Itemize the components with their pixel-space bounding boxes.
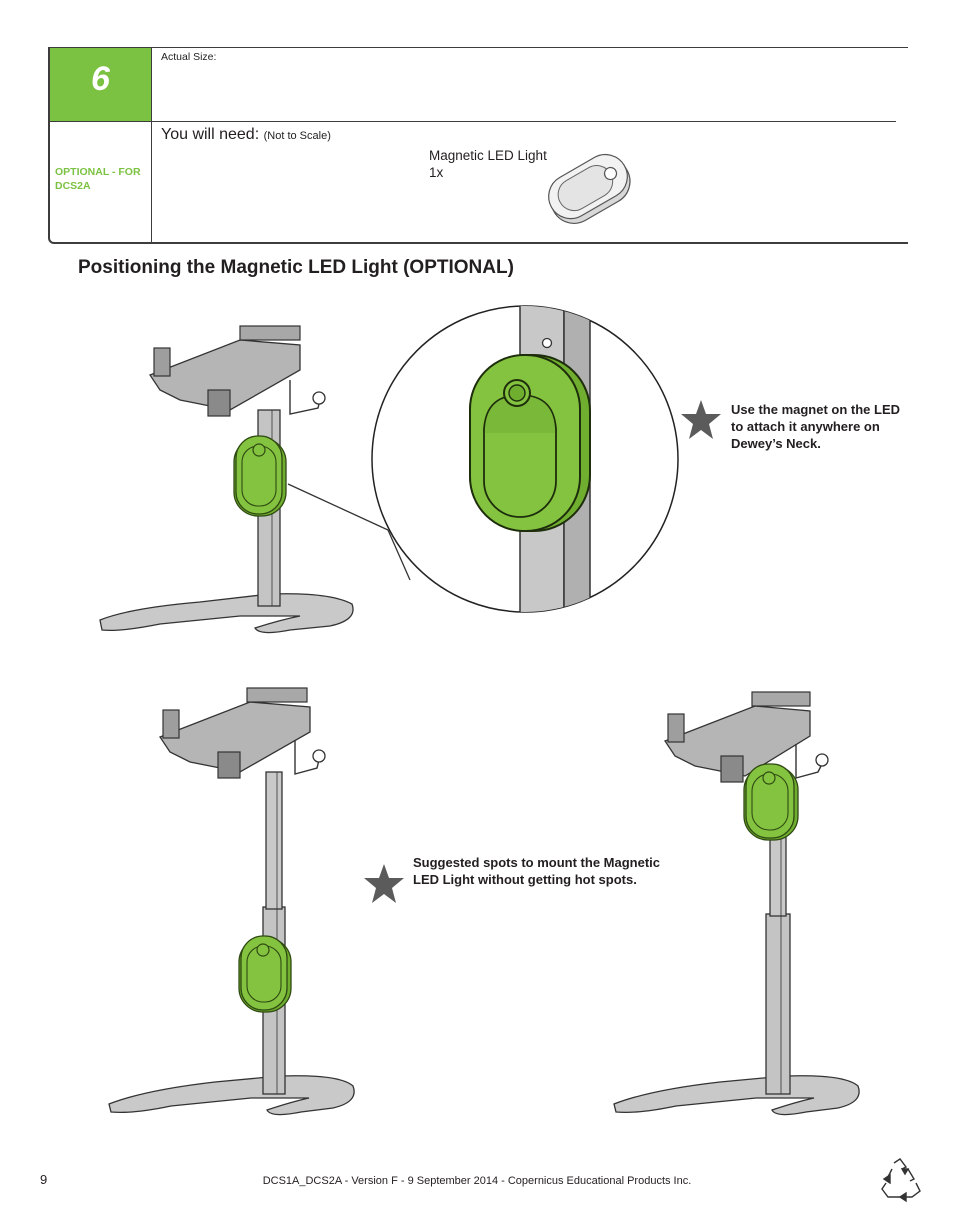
part-name: Magnetic LED Light: [429, 148, 547, 163]
section-title: Positioning the Magnetic LED Light (OPTI…: [78, 257, 514, 278]
star-icon: [681, 400, 721, 439]
page-number: 9: [40, 1172, 48, 1187]
suggested-spots-note: Suggested spots to mount the Magnetic LE…: [413, 855, 661, 887]
actual-size-label: Actual Size:: [161, 51, 217, 63]
you-will-need-label: You will need: (Not to Scale): [161, 126, 331, 144]
step-box: [48, 47, 908, 244]
step-number: 6: [91, 60, 110, 98]
divider: [50, 121, 896, 122]
star-icon: [364, 864, 404, 903]
stand-illustration-high-led: [613, 691, 860, 1116]
footer-doc-info: DCS1A_DCS2A - Version F - 9 September 20…: [262, 1175, 692, 1187]
stand-illustration-low-led: [108, 687, 355, 1116]
magnified-detail: [371, 305, 679, 613]
divider: [151, 48, 152, 243]
not-to-scale-note: (Not to Scale): [263, 130, 331, 142]
led-part-illustration: [548, 153, 631, 224]
step-number-cell: [50, 48, 151, 122]
you-will-need-text: You will need:: [161, 126, 260, 143]
recycle-icon: [881, 1158, 921, 1203]
part-list-item: Magnetic LED Light 1x: [429, 147, 547, 181]
optional-label: OPTIONAL - FOR DCS2A: [55, 166, 141, 192]
attach-note: Use the magnet on the LED to attach it a…: [731, 402, 901, 451]
part-quantity: 1x: [429, 165, 444, 180]
stand-illustration-top: [99, 325, 354, 634]
